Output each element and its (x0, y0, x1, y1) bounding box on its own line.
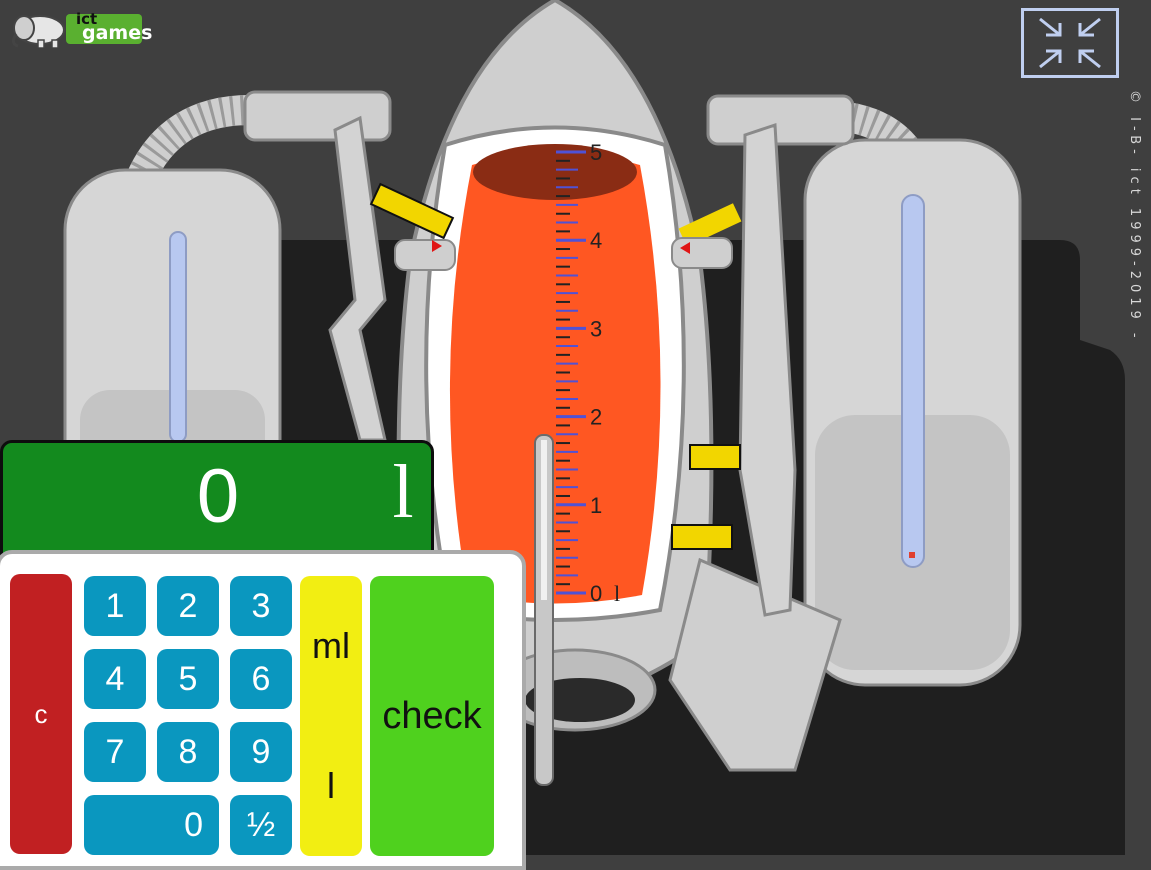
scale-label-2: 2 (590, 405, 602, 430)
key-0[interactable]: 0 (84, 795, 219, 855)
clear-button[interactable]: c (10, 574, 72, 854)
key-8[interactable]: 8 (157, 722, 219, 782)
display-unit: l (392, 450, 414, 534)
key-9[interactable]: 9 (230, 722, 292, 782)
key-2[interactable]: 2 (157, 576, 219, 636)
key-half[interactable]: ½ (230, 795, 292, 855)
key-3[interactable]: 3 (230, 576, 292, 636)
logo-badge (66, 14, 142, 44)
check-button[interactable]: check (370, 576, 494, 856)
scale-unit: l (614, 581, 620, 606)
unit-l-button[interactable]: l (327, 765, 335, 806)
side-copyright-text: © I-B- ict 1999-2019 - (1127, 90, 1142, 343)
logo-ict-text: ict (76, 10, 98, 28)
key-0-label: 0 (184, 805, 203, 844)
elephant-icon (11, 15, 65, 48)
display-value: 0 (196, 454, 240, 539)
key-1[interactable]: 1 (84, 576, 146, 636)
unit-selector: ml l (300, 576, 362, 856)
scale-label-4: 4 (590, 228, 602, 253)
key-7[interactable]: 7 (84, 722, 146, 782)
fullscreen-toggle-button[interactable] (1021, 8, 1119, 78)
unit-ml-button[interactable]: ml (312, 625, 350, 666)
ictgames-logo: ict games (8, 8, 152, 48)
side-copyright: © I-B- ict 1999-2019 - (1122, 90, 1151, 430)
answer-display: 0 l (0, 440, 434, 558)
key-4[interactable]: 4 (84, 649, 146, 709)
scale-label-0: 0 (590, 581, 602, 606)
scale-label-3: 3 (590, 316, 602, 341)
key-5[interactable]: 5 (157, 649, 219, 709)
scale-label-5: 5 (590, 140, 602, 165)
scale-label-1: 1 (590, 493, 602, 518)
collapse-arrows-icon (1039, 17, 1101, 69)
logo-games-text: games (82, 22, 153, 44)
keypad: c 1 2 3 4 5 6 7 8 9 0 ½ ml l check (0, 550, 526, 870)
key-6[interactable]: 6 (230, 649, 292, 709)
